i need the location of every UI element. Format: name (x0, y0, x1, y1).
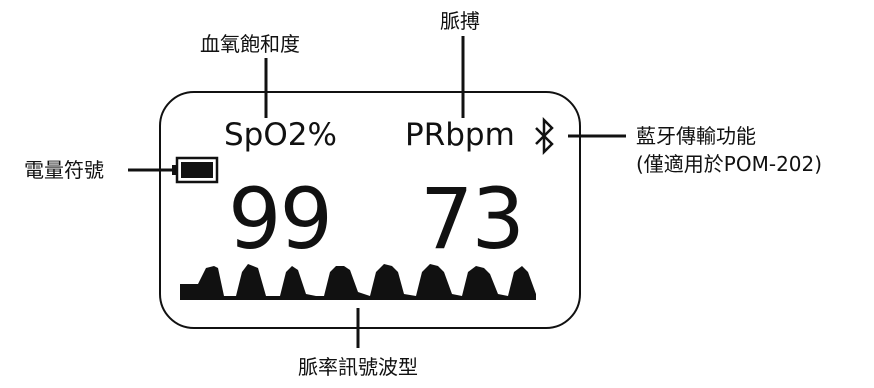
spo2-callout-label: 血氧飽和度 (200, 32, 300, 56)
bluetooth-icon (535, 116, 554, 156)
spo2-display-label: SpO2% (224, 117, 337, 153)
battery-callout-label: 電量符號 (24, 158, 104, 182)
battery-icon (172, 156, 219, 184)
display-screen (159, 91, 581, 329)
pulse-callout-label: 脈搏 (440, 9, 480, 33)
bluetooth-callout-label: 藍牙傳輸功能 (636, 124, 756, 148)
spo2-value: 99 (228, 170, 333, 268)
pr-display-label: PRbpm (405, 117, 515, 153)
pulse-waveform (180, 264, 536, 300)
waveform-callout-label: 脈率訊號波型 (298, 355, 418, 379)
pr-value: 73 (420, 170, 525, 268)
bluetooth-callout-note: (僅適用於POM-202) (636, 152, 823, 176)
